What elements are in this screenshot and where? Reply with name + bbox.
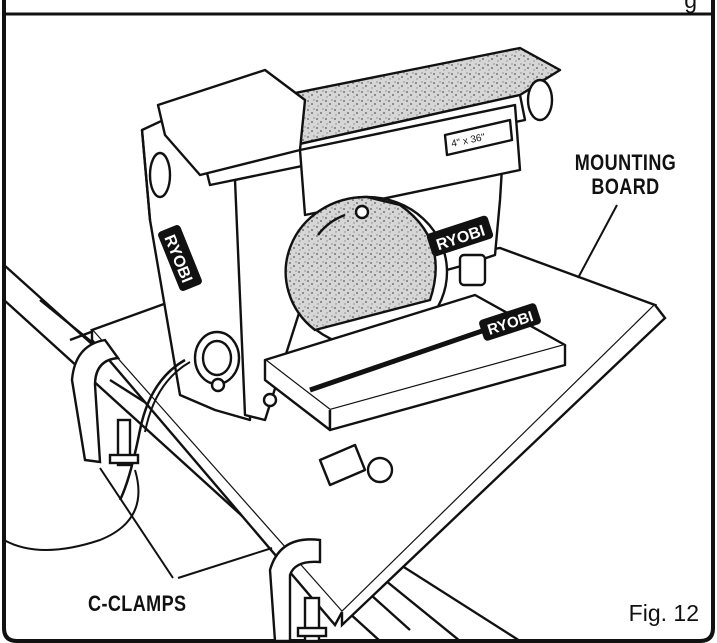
c-clamp-left <box>70 338 140 467</box>
c-clamps-leaders <box>99 467 273 579</box>
belt-disc-sander <box>140 46 567 487</box>
top-caption-fragment: g <box>684 0 697 13</box>
c-clamps-label: C-CLAMPS <box>88 591 187 616</box>
figure-caption: Fig. 12 <box>628 600 699 626</box>
c-clamp-right <box>268 538 328 643</box>
mounting-board-leader <box>577 204 618 279</box>
mounting-board-label: MOUNTING BOARD <box>574 150 677 199</box>
power-cord-loop <box>3 469 140 551</box>
power-cord <box>118 358 186 501</box>
